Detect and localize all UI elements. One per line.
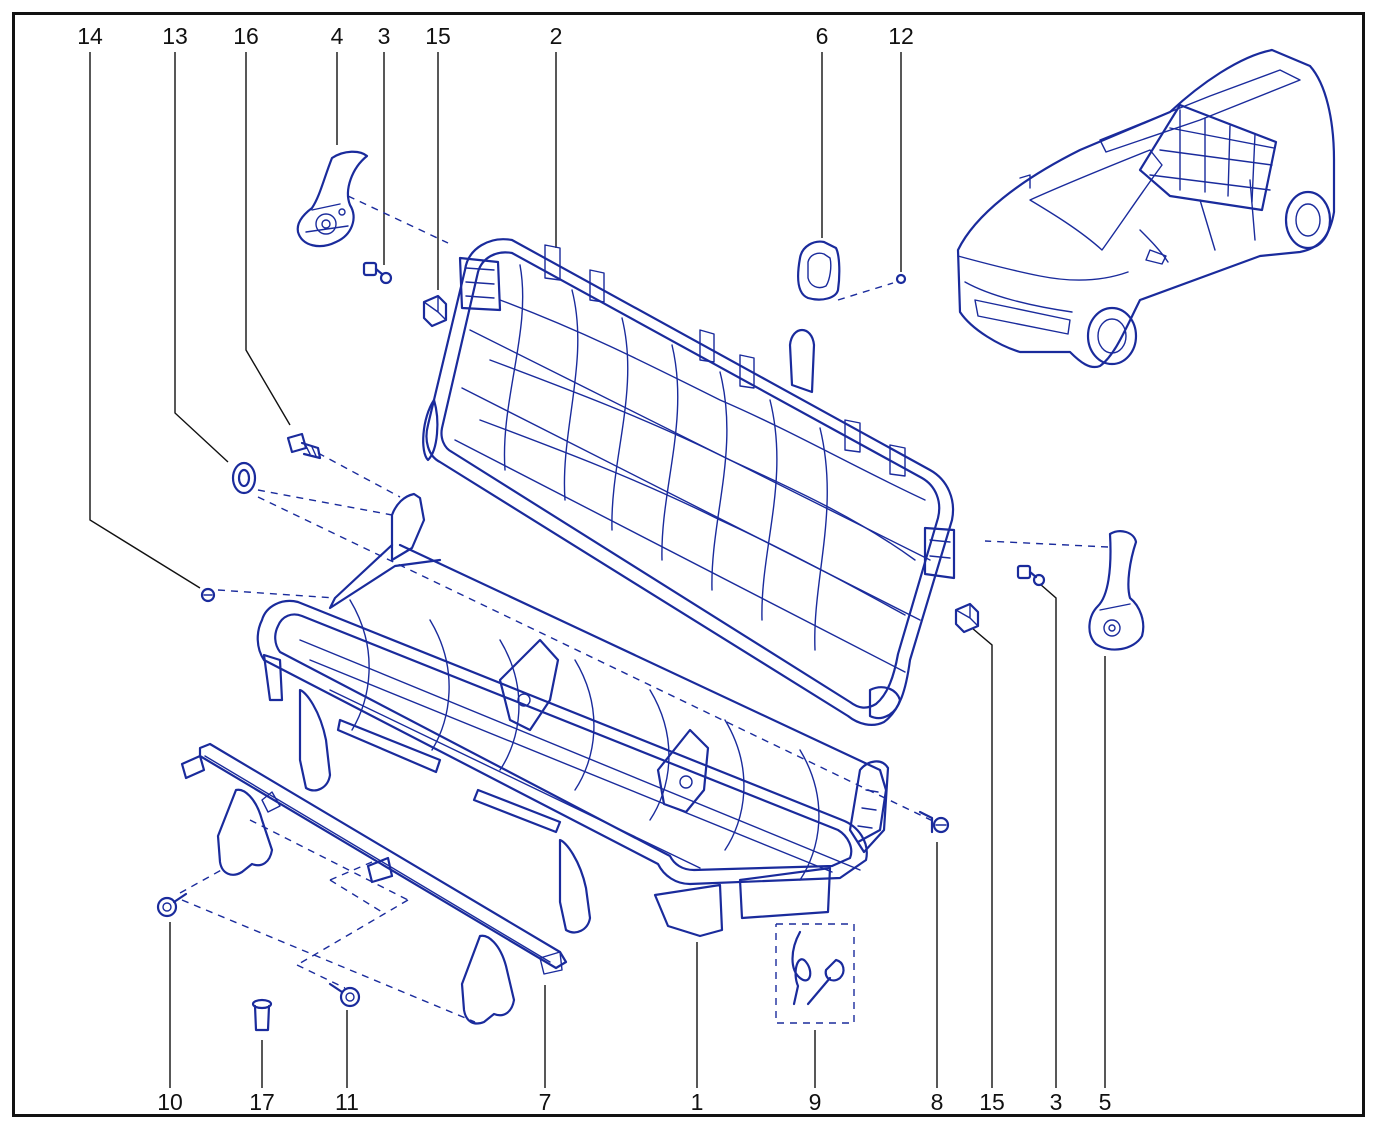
part-7-lower-rail [180,742,568,1025]
callout-label-17-bottom: 17 [249,1089,275,1115]
part-1-seat-cushion-frame [256,492,890,938]
part-9-springs [791,930,845,1006]
part-12-screw [895,273,907,285]
callout-label-9-bottom: 9 [809,1089,822,1115]
leader-lines [89,52,1106,1088]
part-11-flange-bolt [328,982,361,1008]
dash-13-to-bracket-b [257,496,936,823]
dash-4-to-backrest [347,195,449,244]
callout-label-13-top: 13 [162,23,188,49]
part-13-washer [231,461,257,495]
part-2-backrest-frame [422,238,956,726]
callout-label-11-bottom: 11 [335,1089,359,1115]
part-16-pin [286,432,322,460]
callout-label-14-top: 14 [77,23,103,49]
assembly-dashed-lines [179,195,1109,1024]
leader-line-14 [89,52,201,589]
part-4-left-recliner-handle [296,150,369,248]
dash-rail-b [296,899,409,966]
part-3-top-bolt [362,261,393,285]
dash-box-9 [775,923,855,1024]
callout-label-16-top: 16 [233,23,259,49]
callout-label-7-bottom: 7 [539,1089,552,1115]
dash-6-to-12 [837,282,894,301]
diagram-frame [12,12,1365,1117]
part-10-flange-bolt [156,892,188,918]
leader-line-13 [174,52,229,463]
callout-label-1-bottom: 1 [691,1089,704,1115]
callout-labels: 14 13 16 4 3 15 2 6 12 10 17 11 7 1 9 8 … [77,23,1111,1115]
vehicle-location-view [956,48,1336,369]
leader-line-3-bottom [1039,583,1057,1088]
dash-10-to-leg [179,867,226,894]
part-17-pin [251,998,273,1032]
part-14-screw [200,587,216,603]
leader-line-16 [245,52,291,426]
dash-rail-d [329,861,373,881]
callout-label-15-top: 15 [425,23,451,49]
part-3-bottom-bolt [1016,564,1046,587]
dash-rail-e [329,879,383,913]
callout-label-12-top: 12 [888,23,914,49]
dash-5-to-backrest [984,540,1109,548]
part-6-trim-cover [797,240,841,301]
part-5-right-recliner-handle [1088,530,1145,651]
dash-rail-a [249,819,409,901]
callout-label-2-top: 2 [550,23,563,49]
leader-line-15-bottom [971,627,993,1088]
dash-16-to-bracket [317,452,401,498]
dash-10-to-rail [181,899,476,1023]
callout-label-15-bottom: 15 [979,1089,1005,1115]
dash-rail-c [296,964,346,989]
dash-14-to-bracket [217,589,336,599]
part-8-bolt [918,810,950,834]
part-15-top-clip [422,294,448,328]
callout-label-5-bottom: 5 [1099,1089,1112,1115]
callout-label-3-top: 3 [378,23,391,49]
callout-label-4-top: 4 [331,23,344,49]
callout-label-6-top: 6 [816,23,829,49]
callout-label-8-bottom: 8 [931,1089,944,1115]
part-15-bottom-clip [954,602,980,634]
parts-line-art [156,48,1336,1032]
callout-label-10-bottom: 10 [157,1089,183,1115]
dash-13-to-bracket-a [257,489,393,516]
callout-label-3-bottom: 3 [1050,1089,1063,1115]
